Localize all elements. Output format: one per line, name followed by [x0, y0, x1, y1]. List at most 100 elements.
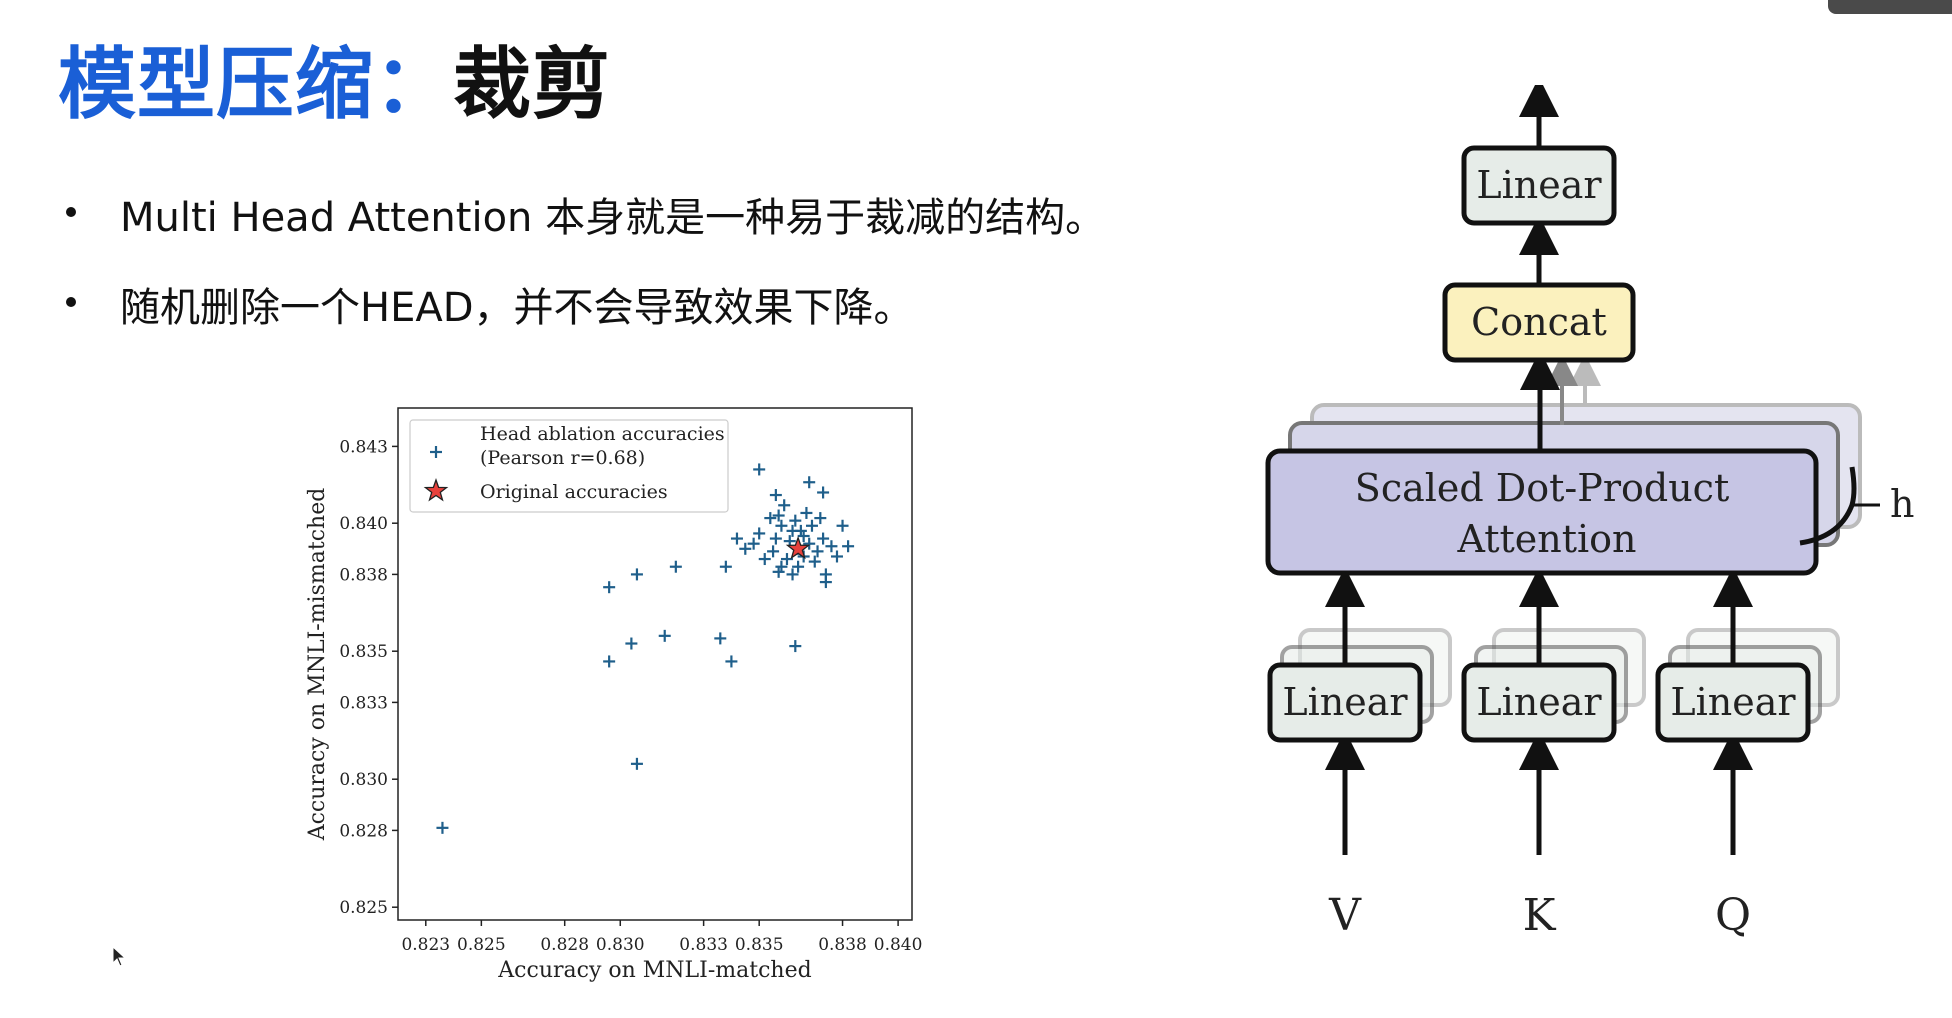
ablation-point: [603, 655, 616, 668]
ablation-point: [658, 629, 671, 642]
legend-ablation-label: Head ablation accuracies: [480, 423, 725, 445]
attention-label-line1: Scaled Dot-Product: [1355, 466, 1729, 510]
legend-original-label: Original accuracies: [480, 481, 668, 503]
ablation-point: [725, 655, 738, 668]
bullet-dot: [66, 207, 76, 217]
x-tick-label: 0.825: [457, 935, 506, 955]
concat-label: Concat: [1471, 300, 1607, 344]
linear-q-label: Linear: [1670, 680, 1796, 724]
bullet-item: 随机删除一个HEAD，并不会导致效果下降。: [66, 275, 1105, 365]
ablation-point: [803, 476, 816, 489]
ablation-point: [817, 532, 830, 545]
input-label-k: K: [1523, 890, 1557, 941]
x-tick-label: 0.828: [540, 935, 589, 955]
ablation-point: [819, 576, 832, 589]
ablation-point: [669, 560, 682, 573]
y-tick-label: 0.835: [339, 642, 388, 662]
legend-pearson-label: (Pearson r=0.68): [480, 447, 645, 469]
ablation-point: [772, 565, 785, 578]
ablation-point: [825, 540, 838, 553]
ablation-point: [775, 560, 788, 573]
h-label: h: [1890, 482, 1914, 526]
ablation-point: [603, 581, 616, 594]
ablation-point: [803, 537, 816, 550]
screen-share-toolbar[interactable]: [1828, 0, 1952, 14]
ablation-point: [747, 537, 760, 550]
ablation-point: [786, 568, 799, 581]
ablation-point: [817, 486, 830, 499]
ablation-point: [772, 509, 785, 522]
data-points: [436, 463, 855, 834]
ablation-point: [630, 757, 643, 770]
ablation-point: [805, 519, 818, 532]
x-tick-label: 0.823: [401, 935, 450, 955]
ablation-point: [836, 519, 849, 532]
slide-title-prefix: 模型压缩：: [58, 40, 454, 130]
mouse-cursor-icon: [112, 946, 127, 967]
y-tick-label: 0.828: [339, 821, 388, 841]
x-tick-label: 0.830: [596, 935, 645, 955]
ablation-point: [764, 512, 777, 525]
bullet-dot: [66, 297, 76, 307]
x-tick-label: 0.838: [818, 935, 867, 955]
x-tick-label: 0.835: [735, 935, 784, 955]
ablation-point: [436, 821, 449, 834]
y-tick-label: 0.840: [339, 514, 388, 534]
ablation-point: [811, 545, 824, 558]
scatter-chart: 0.823 0.825 0.828 0.830 0.833 0.835 0.838 0.840…: [305, 407, 922, 983]
legend-box: [409, 419, 729, 513]
axis-ticks: 0.823 0.825 0.828 0.830 0.833 0.835 0.838 0.840…: [339, 437, 922, 955]
ablation-point: [714, 632, 727, 645]
ablation-point: [769, 489, 782, 502]
ablation-point: [808, 555, 821, 568]
ablation-point: [739, 542, 752, 555]
ablation-point: [753, 463, 766, 476]
legend-original-marker: [423, 478, 449, 502]
y-tick-label: 0.830: [339, 770, 388, 790]
ablation-point: [775, 519, 788, 532]
ablation-point: [719, 560, 732, 573]
original-accuracy-star: [785, 535, 811, 560]
y-tick-label: 0.833: [339, 693, 388, 713]
top-linear-label: Linear: [1476, 163, 1602, 207]
attention-label-line2: Attention: [1456, 517, 1636, 561]
ablation-point: [800, 506, 813, 519]
linear-v-label: Linear: [1282, 680, 1408, 724]
linear-k-label: Linear: [1476, 680, 1602, 724]
y-axis-label: Accuracy on MNLI-mismatched: [305, 488, 330, 842]
bullet-text: 随机删除一个HEAD，并不会导致效果下降。: [120, 285, 914, 331]
ablation-point: [789, 514, 802, 527]
ablation-point: [753, 527, 766, 540]
ablation-point: [842, 540, 855, 553]
ablation-point: [792, 560, 805, 573]
ablation-point: [778, 499, 791, 512]
ablation-point: [814, 512, 827, 525]
y-tick-label: 0.838: [339, 565, 388, 585]
ablation-point: [830, 550, 843, 563]
ablation-point: [797, 530, 810, 542]
ablation-point: [780, 553, 793, 566]
slide-title-suffix: 裁剪: [453, 40, 612, 130]
x-tick-label: 0.840: [874, 935, 923, 955]
ablation-point: [789, 640, 802, 653]
bullet-text: Multi Head Attention 本身就是一种易于裁减的结构。: [120, 195, 1106, 241]
x-tick-label: 0.833: [679, 935, 728, 955]
input-label-q: Q: [1715, 890, 1751, 941]
ablation-point: [786, 524, 799, 537]
multi-head-attention-diagram: Linear Linear Linear Scaled Dot-Product …: [1265, 85, 1914, 941]
y-tick-label: 0.843: [339, 437, 388, 457]
ablation-point: [730, 532, 743, 545]
ablation-point: [630, 568, 643, 581]
x-axis-label: Accuracy on MNLI-matched: [497, 958, 811, 983]
slide-title: 模型压缩：裁剪: [58, 22, 611, 134]
y-tick-label: 0.825: [339, 898, 388, 918]
ablation-point: [758, 553, 771, 566]
ablation-point: [769, 532, 782, 545]
input-label-v: V: [1328, 890, 1362, 941]
bullet-list: Multi Head Attention 本身就是一种易于裁减的结构。 随机删除…: [66, 185, 1105, 365]
ablation-point: [767, 545, 780, 558]
legend-ablation-marker: [430, 446, 442, 458]
plot-frame: [397, 407, 913, 921]
bullet-item: Multi Head Attention 本身就是一种易于裁减的结构。: [66, 185, 1105, 275]
ablation-point: [625, 637, 638, 650]
